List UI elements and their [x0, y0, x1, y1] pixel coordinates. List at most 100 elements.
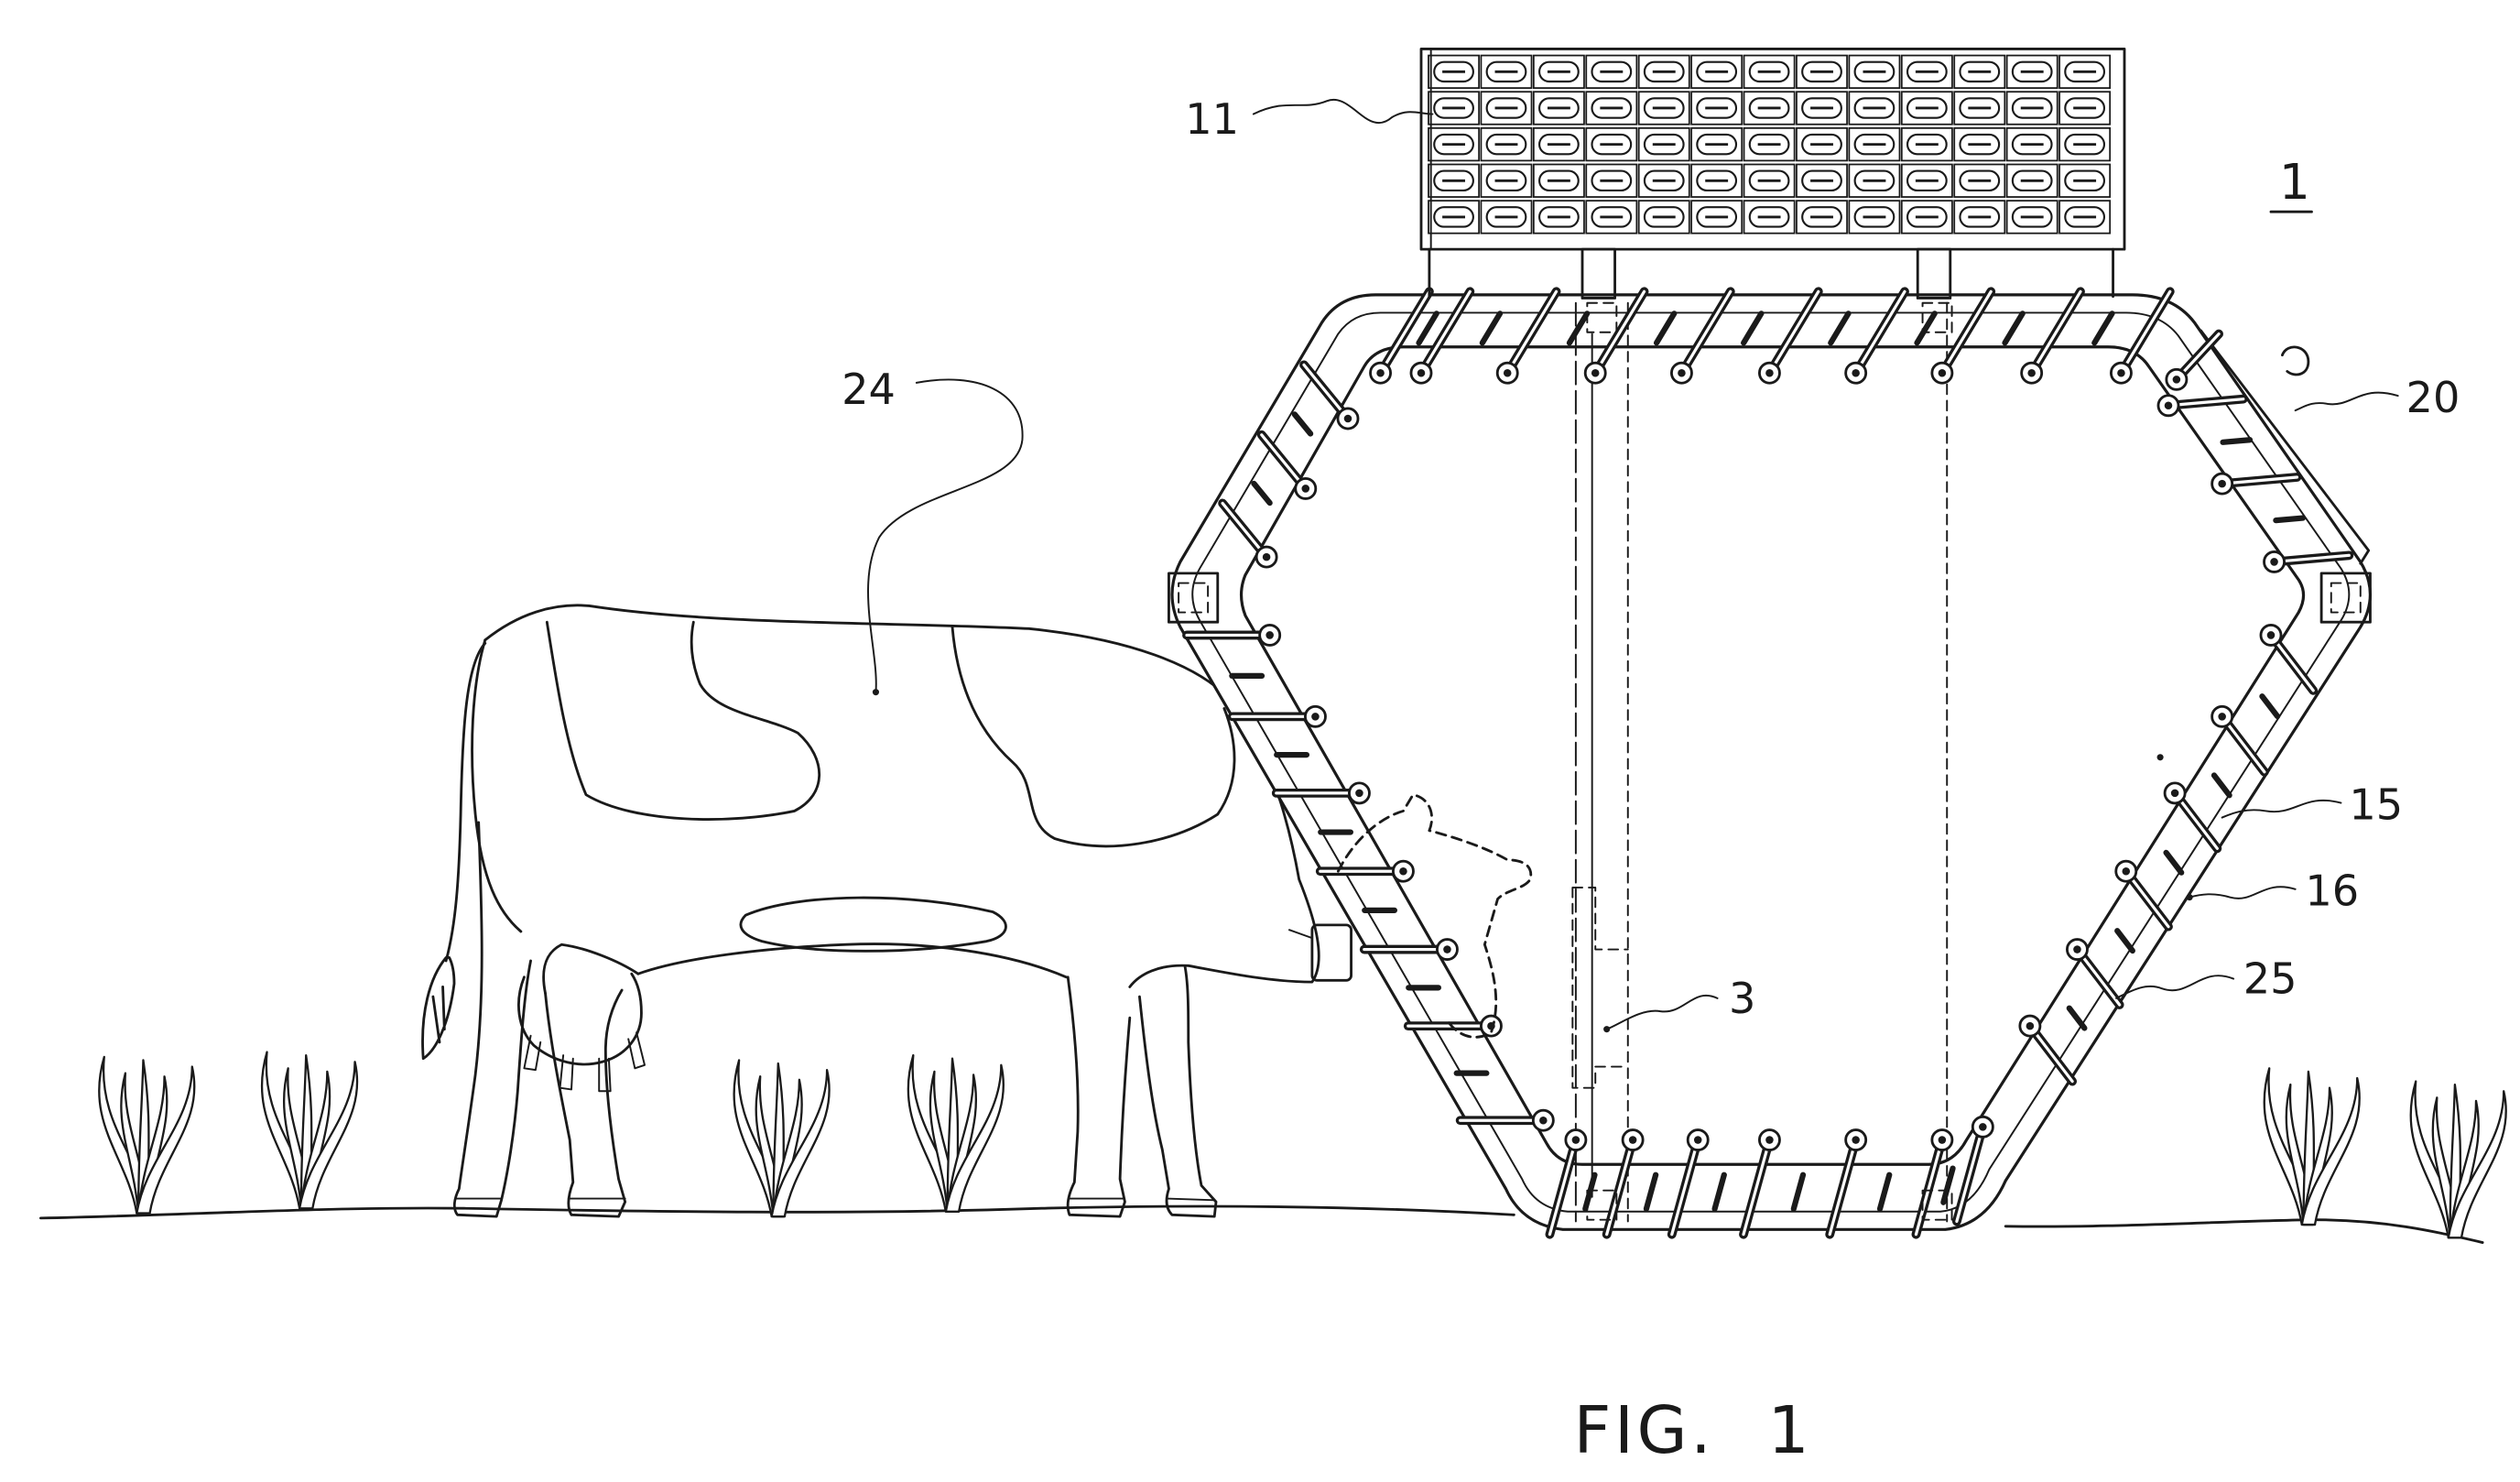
solar-cell	[1900, 54, 1953, 89]
left-corner-bracket	[1168, 572, 1220, 624]
solar-cell-oval	[1906, 60, 1948, 83]
solar-cell-border	[1637, 126, 1690, 162]
solar-cell	[1532, 163, 1585, 198]
solar-cell-oval	[1433, 60, 1474, 83]
solar-cell	[1953, 54, 2006, 89]
frame-band	[1170, 293, 2372, 1231]
solar-cell-oval	[2064, 60, 2106, 83]
solar-cell	[1480, 126, 1533, 162]
solar-cell-oval	[1748, 169, 1790, 192]
solar-cell-oval	[1643, 97, 1685, 119]
solar-cell-border	[1585, 91, 1638, 125]
frame-rung	[1940, 1165, 1956, 1205]
label-3: 3	[1729, 974, 1755, 1023]
solar-cell-border	[1637, 91, 1690, 125]
solar-cell	[1585, 200, 1638, 234]
joint-square	[1586, 301, 1618, 333]
solar-cell-border	[1796, 126, 1848, 162]
frame-rung	[1653, 311, 1678, 346]
roller-hub	[2170, 789, 2179, 798]
frame-rod-core	[1914, 1138, 1944, 1237]
solar-cell-border	[1532, 54, 1585, 89]
solar-cell	[1848, 126, 1901, 162]
solar-cell	[1480, 91, 1533, 125]
solar-cell-border	[1743, 91, 1796, 125]
label-25: 25	[2243, 954, 2297, 1004]
cow-teats	[523, 1031, 646, 1093]
frame-rod-core	[1605, 1138, 1635, 1237]
roller-hub	[1938, 1136, 1947, 1144]
solar-cell	[1796, 126, 1848, 162]
solar-cell-border	[2005, 200, 2058, 234]
solar-cell	[1848, 91, 1901, 125]
solar-cell-oval	[1853, 169, 1895, 192]
roller-hub	[1765, 1136, 1774, 1144]
grass-blade	[770, 1068, 831, 1218]
label-15: 15	[2349, 779, 2403, 829]
solar-cell-oval	[1906, 133, 1948, 156]
frame-rung	[1711, 1171, 1727, 1212]
solar-cell-border	[1428, 54, 1480, 89]
solar-cell-border	[1848, 91, 1901, 125]
solar-cell	[1690, 126, 1743, 162]
solar-cell-border	[1428, 163, 1480, 198]
frame-rung	[1741, 311, 1765, 346]
frame-rod-core	[2075, 947, 2122, 1007]
frame-rung	[1828, 311, 1852, 346]
frame-rod-core	[2221, 475, 2299, 485]
label-1: 1	[2279, 153, 2310, 211]
solar-cell-oval	[1959, 60, 2001, 83]
roller-hub	[2172, 376, 2181, 384]
leader-lines	[867, 98, 2399, 1033]
solar-cell-oval	[1801, 133, 1842, 156]
roller-hub	[1852, 368, 1860, 377]
solar-cell-border	[1532, 200, 1585, 234]
frame-rung	[1643, 1171, 1659, 1212]
solar-cell	[1532, 126, 1585, 162]
roller-hub	[1678, 368, 1686, 377]
solar-cell	[1637, 126, 1690, 162]
grass-tufts	[98, 1051, 2507, 1239]
frame-rung	[2002, 311, 2026, 346]
solar-cell	[1743, 54, 1796, 89]
solar-cell	[1900, 163, 1953, 198]
frame-rung	[1790, 1171, 1807, 1212]
ground-line-left	[39, 1204, 1515, 1220]
solar-cell-border	[2005, 163, 2058, 198]
corner-joints	[1168, 301, 2372, 1221]
solar-cell-border	[1848, 126, 1901, 162]
solar-cell-oval	[1853, 97, 1895, 119]
solar-cell-oval	[2064, 206, 2106, 228]
roller-hub	[2270, 558, 2278, 566]
roller-hub	[1301, 485, 1310, 493]
frame-rung	[2210, 772, 2232, 799]
solar-cell-border	[1585, 163, 1638, 198]
solar-cell	[2005, 126, 2058, 162]
solar-cell-oval	[2011, 169, 2053, 192]
solar-cell-oval	[2011, 60, 2053, 83]
grass-tuft	[907, 1053, 1005, 1213]
roller-hub	[1539, 1116, 1548, 1125]
frame-rod-core	[1505, 289, 1559, 375]
cow-body-outline	[483, 604, 1320, 988]
solar-cell	[1585, 91, 1638, 125]
cow-far-front-leg	[1138, 965, 1218, 1218]
solar-cell-border	[2005, 54, 2058, 89]
leader-16	[2189, 886, 2297, 899]
solar-cell-border	[1532, 126, 1585, 162]
frame-rung	[1251, 480, 1273, 507]
collar-strap	[1288, 929, 1313, 940]
solar-cell	[1743, 91, 1796, 125]
frame-rod-core	[2173, 791, 2219, 850]
roller-hub	[2027, 368, 2036, 377]
roller-hub	[2117, 368, 2125, 377]
right-corner-bracket	[2319, 572, 2372, 624]
frame-rods	[1182, 287, 2354, 1239]
solar-cell-oval	[1696, 169, 1738, 192]
frame-rung	[1566, 311, 1591, 346]
frame-rung	[1416, 311, 1439, 346]
cow-tail-tuft	[421, 956, 456, 1061]
solar-cell	[1900, 126, 1953, 162]
leader-15	[2221, 799, 2342, 819]
